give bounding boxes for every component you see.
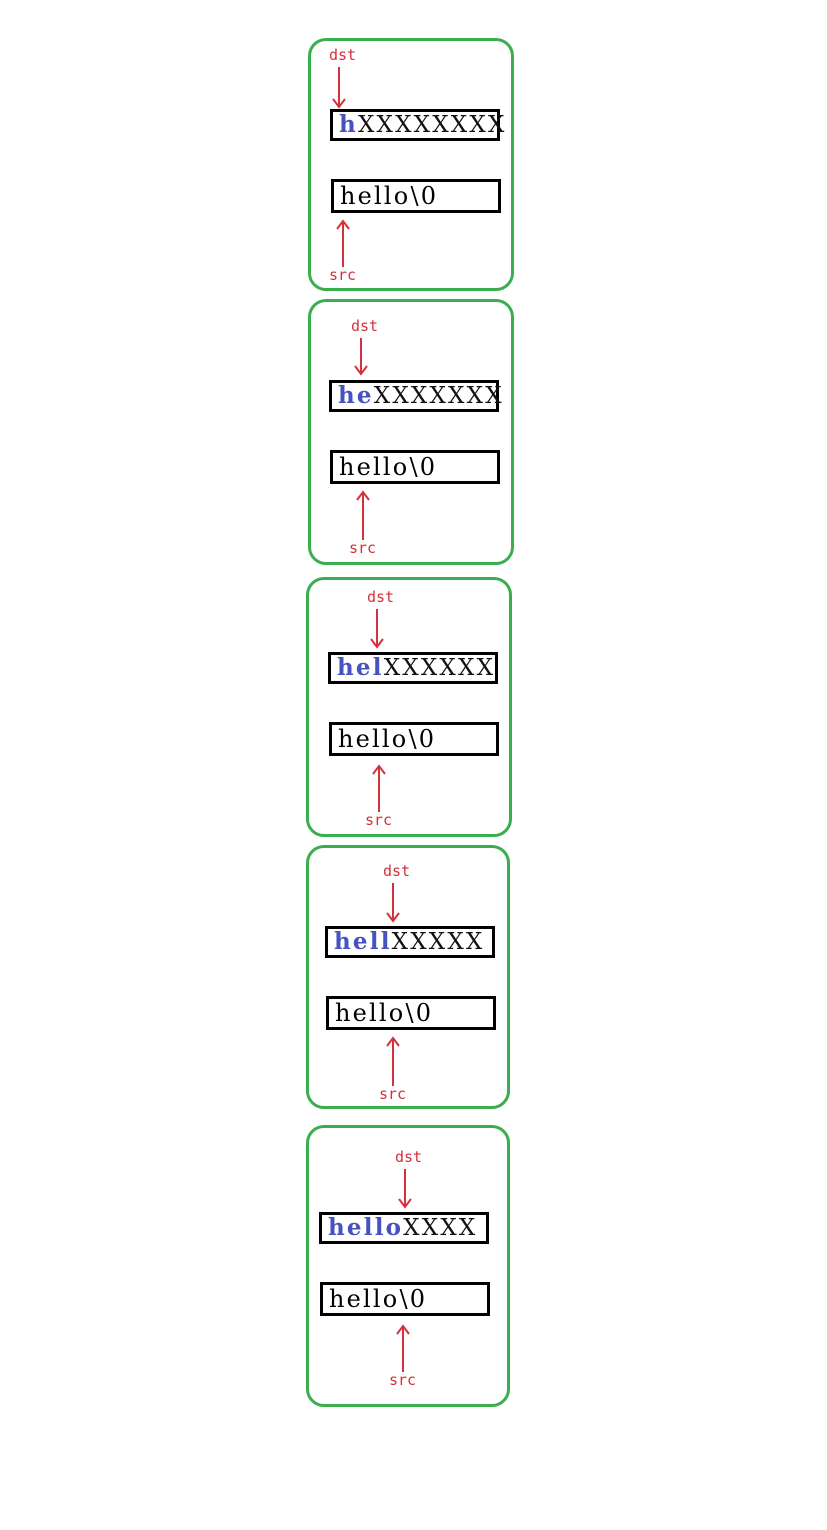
src-buffer: hello\0	[320, 1282, 490, 1316]
dst-copied-chars: hell	[334, 928, 392, 955]
dst-copied-chars: he	[338, 382, 374, 409]
dst-buffer: helloXXXX	[319, 1212, 489, 1244]
src-arrow-icon	[386, 1036, 400, 1086]
src-arrow-icon	[336, 219, 350, 267]
dst-buffer: helXXXXXX	[328, 652, 498, 684]
dst-copied-chars: hello	[328, 1214, 404, 1241]
src-arrow-icon	[372, 764, 386, 812]
dst-copied-chars: h	[339, 111, 358, 138]
step-panel-4: dst hellXXXXX hello\0 src	[306, 845, 510, 1109]
src-label: src	[389, 1371, 417, 1389]
src-buffer: hello\0	[331, 179, 501, 213]
dst-label: dst	[351, 317, 379, 335]
dst-arrow-icon	[354, 338, 368, 376]
dst-garbage-chars: XXXXXXXX	[357, 112, 507, 138]
src-label: src	[365, 811, 393, 829]
dst-label: dst	[383, 862, 411, 880]
dst-label: dst	[329, 46, 357, 64]
dst-garbage-chars: XXXXXXX	[373, 383, 504, 409]
dst-label: dst	[367, 588, 395, 606]
dst-label: dst	[395, 1148, 423, 1166]
src-buffer: hello\0	[329, 722, 499, 756]
dst-arrow-icon	[332, 67, 346, 109]
src-arrow-icon	[356, 490, 370, 540]
step-panel-5: dst helloXXXX hello\0 src	[306, 1125, 510, 1407]
dst-garbage-chars: XXXX	[403, 1215, 478, 1241]
dst-copied-chars: hel	[337, 654, 384, 681]
src-buffer: hello\0	[330, 450, 500, 484]
dst-buffer: hXXXXXXXX	[330, 109, 504, 141]
src-label: src	[349, 539, 377, 557]
dst-arrow-icon	[386, 883, 400, 923]
dst-buffer: hellXXXXX	[325, 926, 495, 958]
dst-garbage-chars: XXXXXX	[383, 655, 496, 681]
step-panel-2: dst heXXXXXXX hello\0 src	[308, 299, 514, 565]
step-panel-1: dst hXXXXXXXX hello\0 src	[308, 38, 514, 291]
src-label: src	[329, 266, 357, 284]
src-label: src	[379, 1085, 407, 1103]
src-arrow-icon	[396, 1324, 410, 1372]
dst-buffer: heXXXXXXX	[329, 380, 502, 412]
dst-garbage-chars: XXXXX	[391, 929, 485, 955]
step-panel-3: dst helXXXXXX hello\0 src	[306, 577, 512, 837]
dst-arrow-icon	[398, 1169, 412, 1209]
src-buffer: hello\0	[326, 996, 496, 1030]
dst-arrow-icon	[370, 609, 384, 649]
